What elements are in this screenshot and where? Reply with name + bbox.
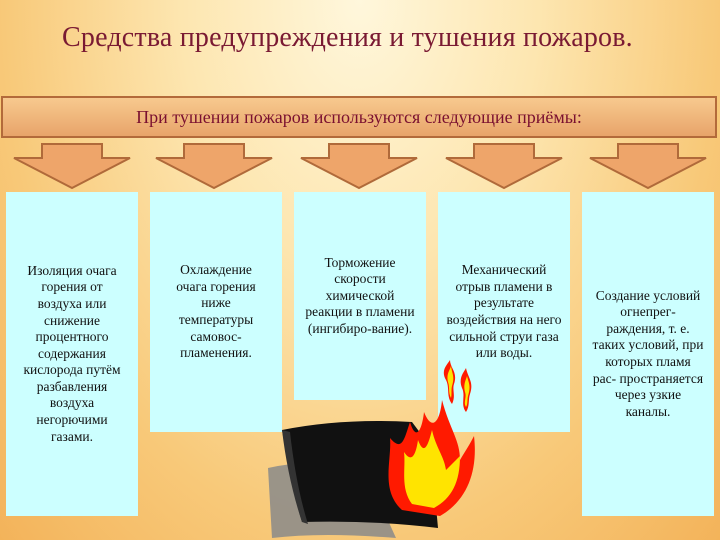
card-text: Торможение скорости химической реакции в… (305, 254, 415, 336)
method-card-mechanical: Механический отрыв пламени в результате … (438, 192, 570, 432)
page-title: Средства предупреждения и тушения пожаро… (62, 22, 633, 53)
method-card-flame-arrest: Создание условий огнепрег- раждения, т. … (582, 192, 714, 516)
down-arrow-icon (13, 143, 131, 190)
banner-text: При тушении пожаров используются следующ… (136, 106, 582, 127)
method-card-isolation: Изоляция очага горения от воздуха или сн… (6, 192, 138, 516)
down-arrow-icon (155, 143, 273, 190)
method-card-cooling: Охлаждение очага горения ниже температур… (150, 192, 282, 432)
method-card-inhibition: Торможение скорости химической реакции в… (294, 192, 426, 400)
down-arrow-icon (589, 143, 707, 190)
methods-banner: При тушении пожаров используются следующ… (1, 96, 717, 138)
down-arrow-icon (300, 143, 418, 190)
card-text: Охлаждение очага горения ниже температур… (176, 262, 256, 361)
fire-clipart-icon (268, 360, 475, 538)
card-text: Механический отрыв пламени в результате … (446, 262, 562, 361)
card-text: Создание условий огнепрег- раждения, т. … (592, 287, 704, 419)
card-text: Изоляция очага горения от воздуха или сн… (23, 262, 121, 444)
down-arrow-icon (445, 143, 563, 190)
